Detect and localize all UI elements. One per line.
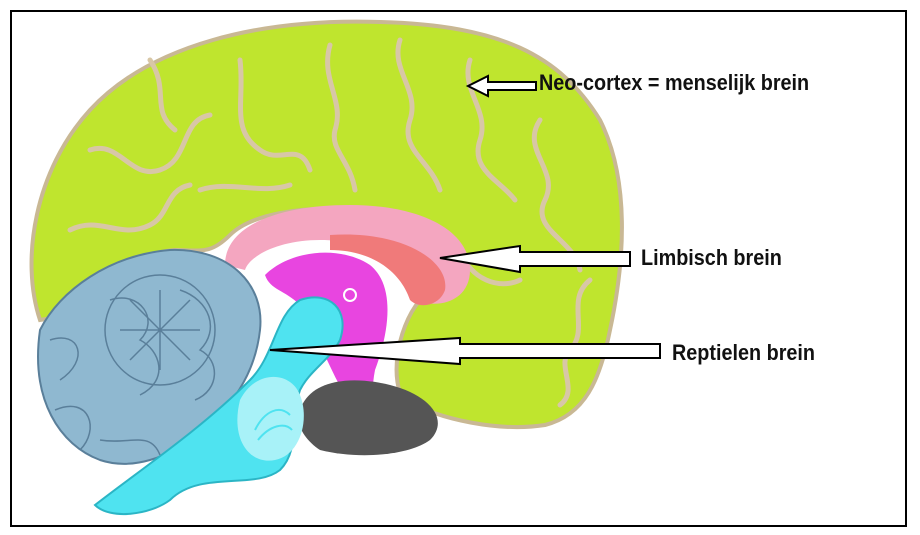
label-limbic-brain: Limbisch brein (641, 247, 782, 269)
label-neocortex: Neo-cortex = menselijk brein (539, 72, 809, 94)
brainstem-highlight (237, 377, 303, 461)
label-reptilian-brain: Reptielen brein (672, 342, 815, 364)
